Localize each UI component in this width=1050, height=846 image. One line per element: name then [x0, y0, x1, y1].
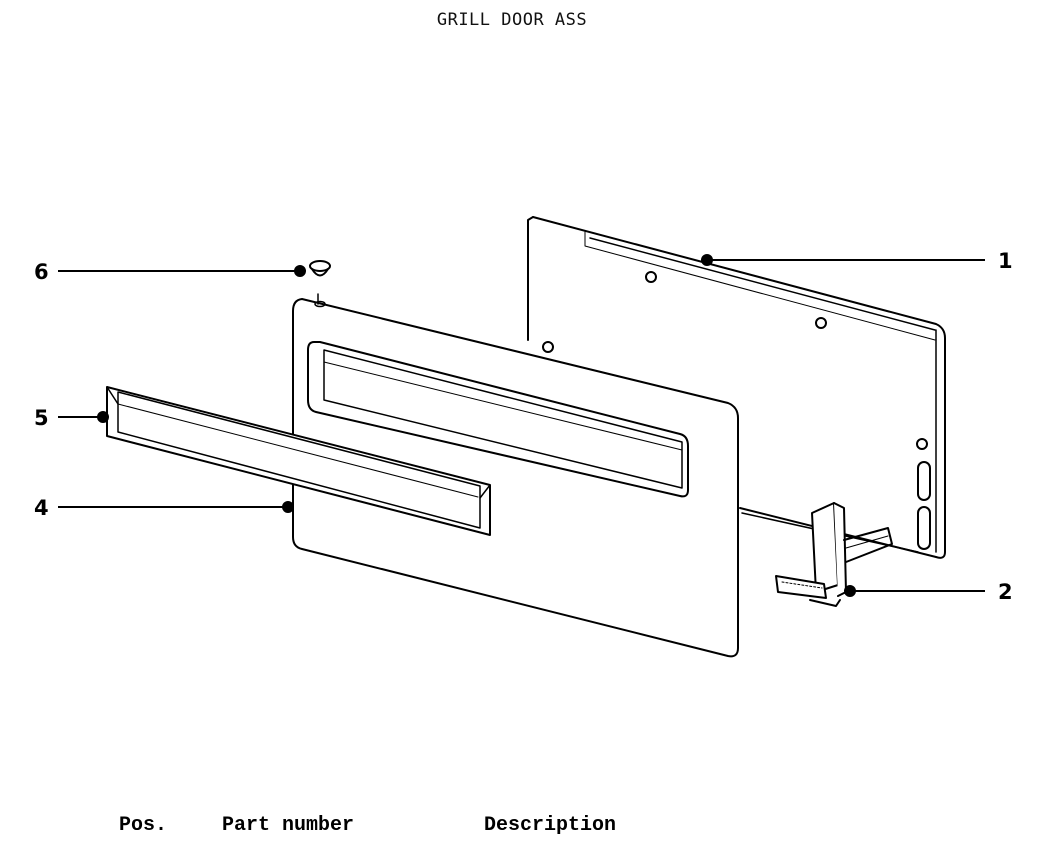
callout-5: 5 [34, 406, 49, 430]
handle-trim [106, 386, 491, 536]
column-header-part-number: Part number [222, 814, 355, 837]
callout-4: 4 [34, 496, 49, 520]
outer-door [292, 293, 739, 658]
callout-6: 6 [34, 260, 49, 284]
cap-screw [309, 260, 331, 277]
inner-door-panel [527, 216, 946, 559]
diagram-title: GRILL DOOR ASS [436, 10, 588, 30]
callout-1: 1 [998, 249, 1013, 273]
parts-table-header: Pos. Part number Description [0, 814, 1050, 840]
hinge-bracket [775, 502, 893, 607]
column-header-pos: Pos. [119, 814, 168, 837]
callout-2: 2 [998, 580, 1013, 604]
column-header-description: Description [484, 814, 617, 837]
